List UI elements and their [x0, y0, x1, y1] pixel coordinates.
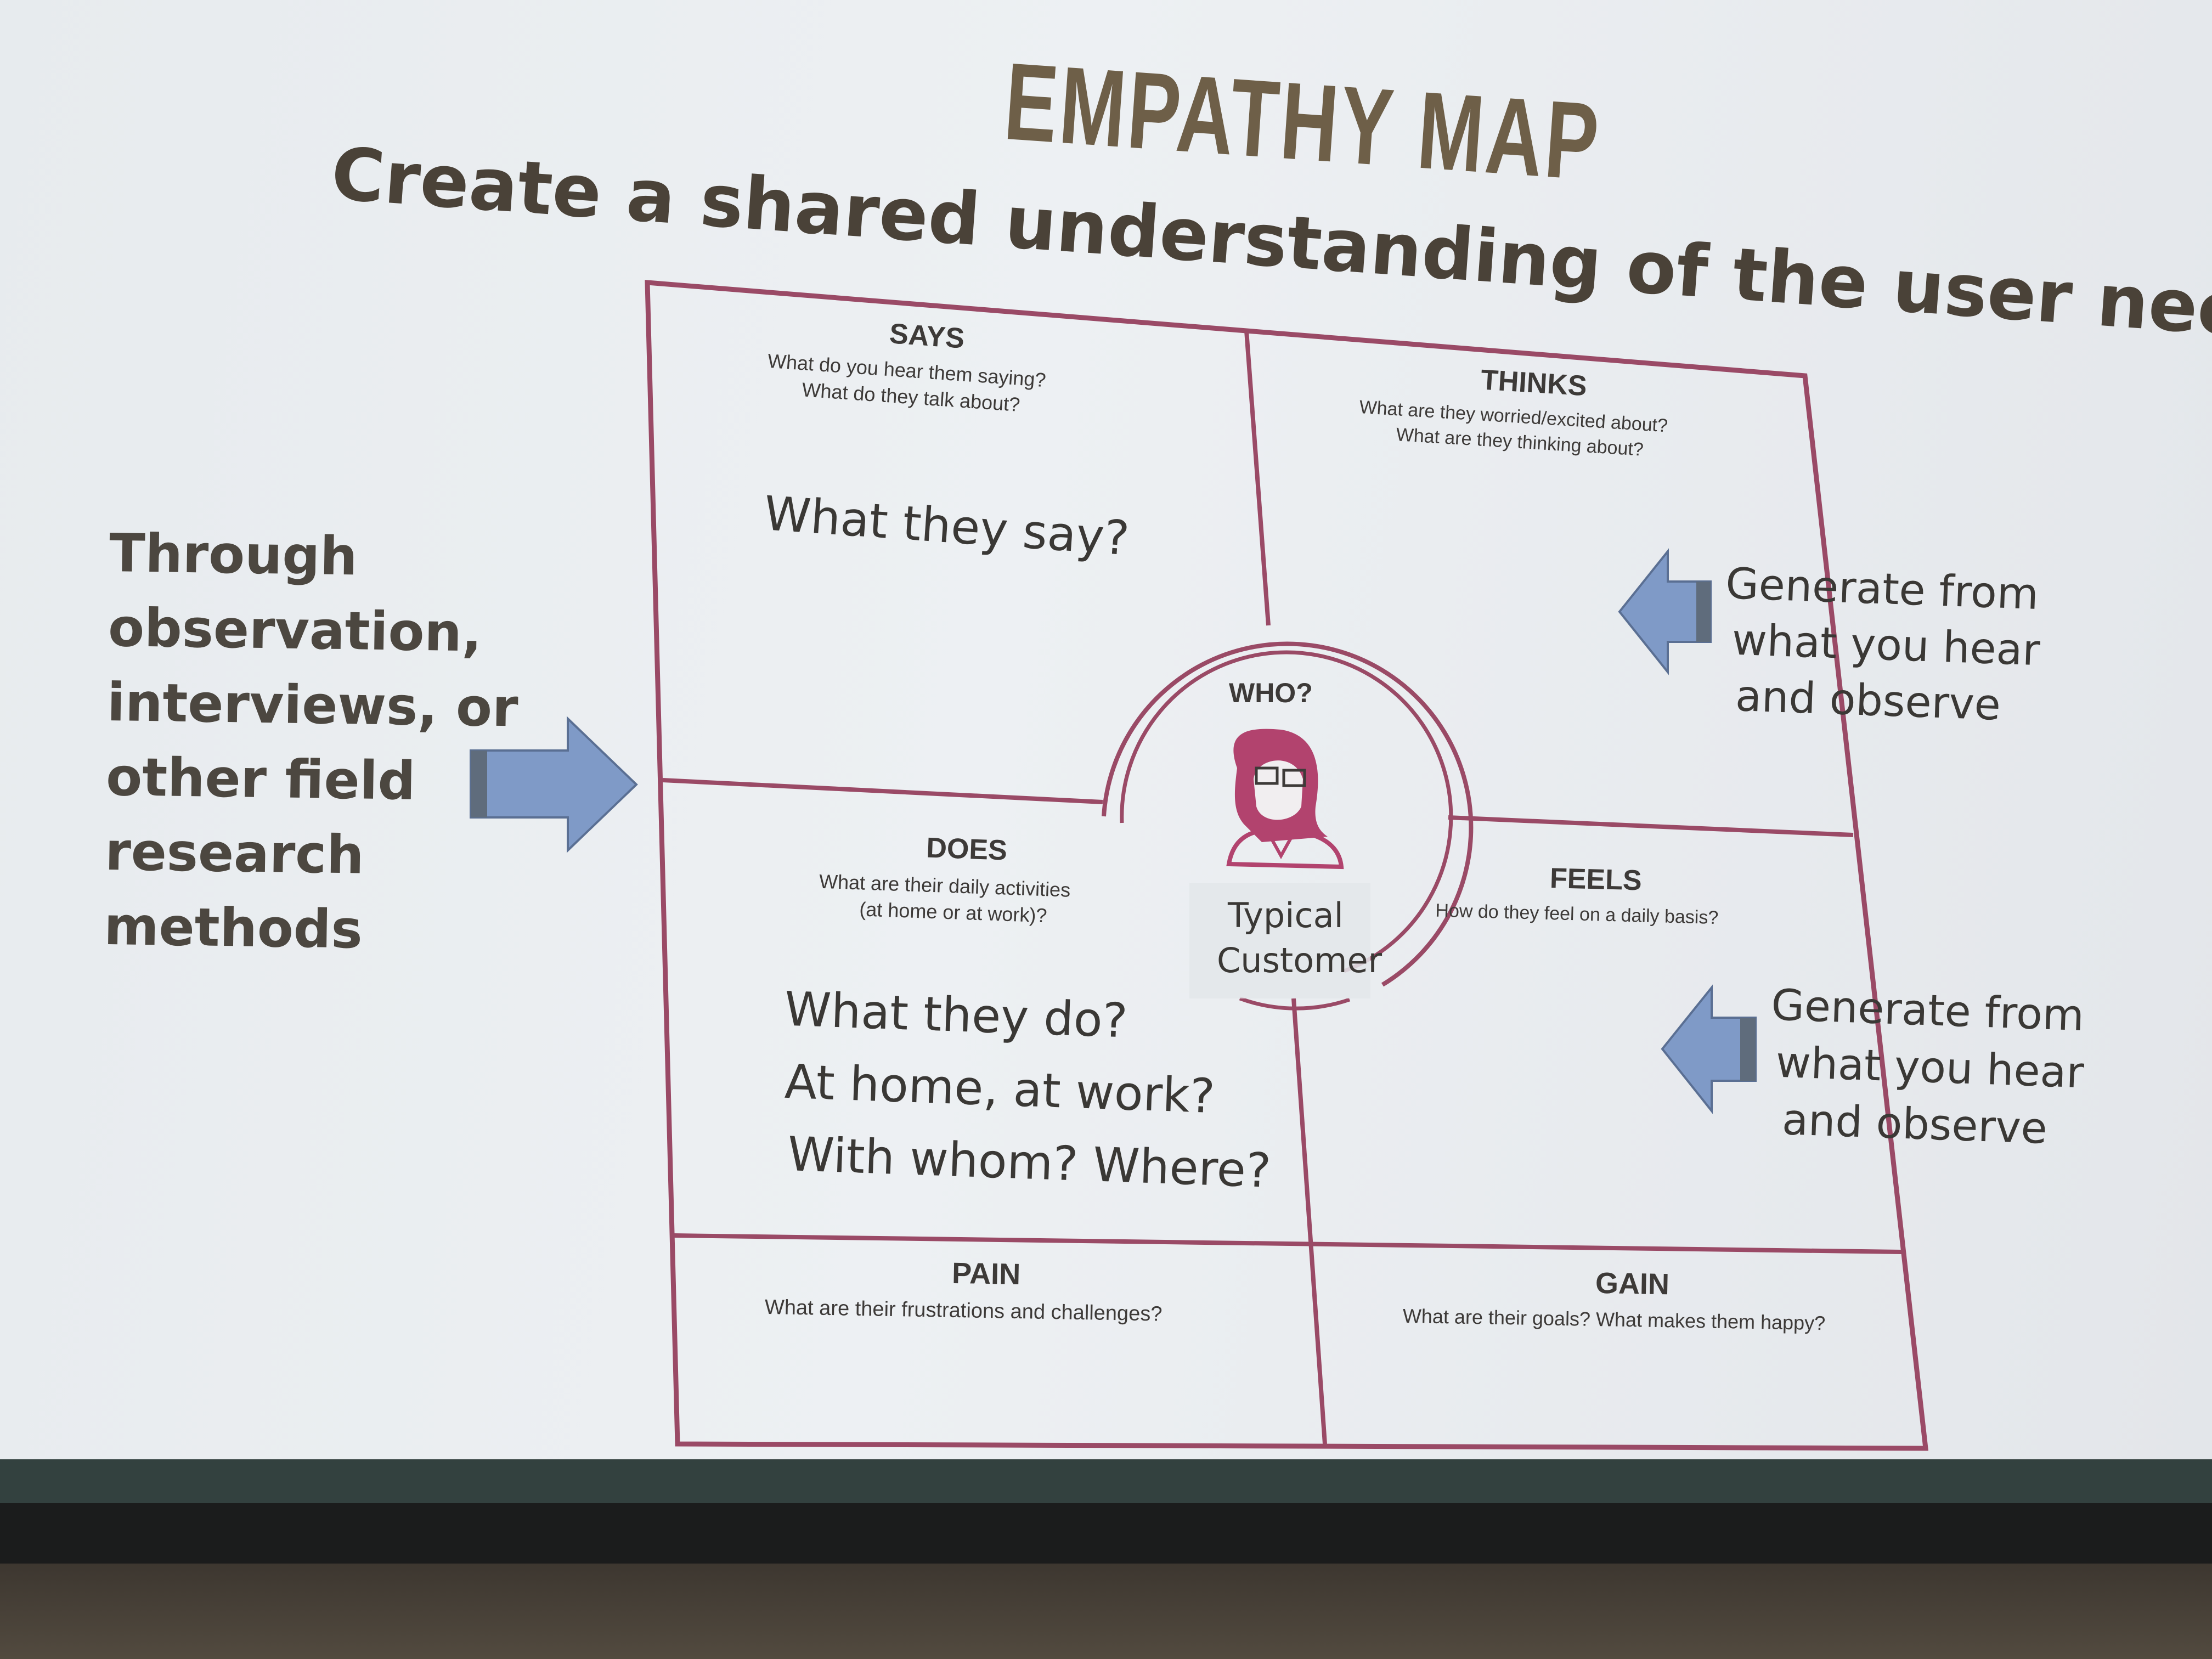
generate-note-line: what you hear: [1731, 616, 2041, 676]
divider-vertical-bottom: [1291, 998, 1327, 1444]
arrow-right-icon: [470, 716, 638, 853]
generate-note-line: Generate from: [1725, 559, 2039, 619]
feels-label: FEELS: [1549, 862, 1642, 896]
says-label: SAYS: [888, 318, 966, 354]
generate-note-line: Generate from: [1770, 980, 2085, 1041]
divider-horizontal-right: [1448, 815, 1854, 837]
arrow-left-icon: [1618, 548, 1712, 675]
says-body: What they say?: [762, 486, 1131, 566]
pain-question-1: What are their frustrations and challeng…: [765, 1296, 1163, 1326]
projector-bezel: [0, 1503, 2212, 1564]
generate-note-line: and observe: [1735, 672, 2001, 730]
does-body-2: At home, at work?: [784, 1054, 1216, 1124]
divider-horizontal-left: [662, 778, 1103, 804]
divider-bottom: [673, 1233, 1902, 1254]
thinks-label: THINKS: [1480, 364, 1588, 402]
projected-slide: EMPATHY MAP Create a shared understandin…: [0, 0, 2212, 1459]
gain-label: GAIN: [1595, 1267, 1669, 1301]
does-label: DOES: [926, 832, 1007, 867]
generate-note-line: and observe: [1781, 1095, 2048, 1154]
who-circle: [1102, 641, 1474, 1011]
wall-below-screen: [0, 1564, 2212, 1659]
screen-bottom-edge: [0, 1459, 2212, 1503]
woman-with-glasses-icon: [1226, 729, 1344, 870]
map-frame: [645, 280, 1929, 1451]
does-question-1: What are their daily activities: [819, 870, 1071, 901]
feels-question-1: How do they feel on a daily basis?: [1435, 900, 1719, 928]
does-question-2: (at home or at work)?: [859, 898, 1047, 927]
does-body-3: With whom? Where?: [787, 1127, 1272, 1199]
divider-vertical-top: [1244, 330, 1271, 626]
persona-line-1: Typical: [1227, 895, 1344, 935]
persona-line-2: Customer: [1217, 940, 1383, 980]
who-label: WHO?: [1229, 678, 1313, 708]
arrow-left-icon: [1661, 984, 1757, 1114]
empathy-map-diagram: WHO? Typical Customer SAYS What do you h…: [470, 280, 2085, 1451]
generate-note-line: what you hear: [1775, 1038, 2085, 1098]
pain-label: PAIN: [952, 1257, 1021, 1291]
gain-question-1: What are their goals? What makes them ha…: [1403, 1305, 1826, 1334]
does-body-1: What they do?: [783, 982, 1128, 1049]
